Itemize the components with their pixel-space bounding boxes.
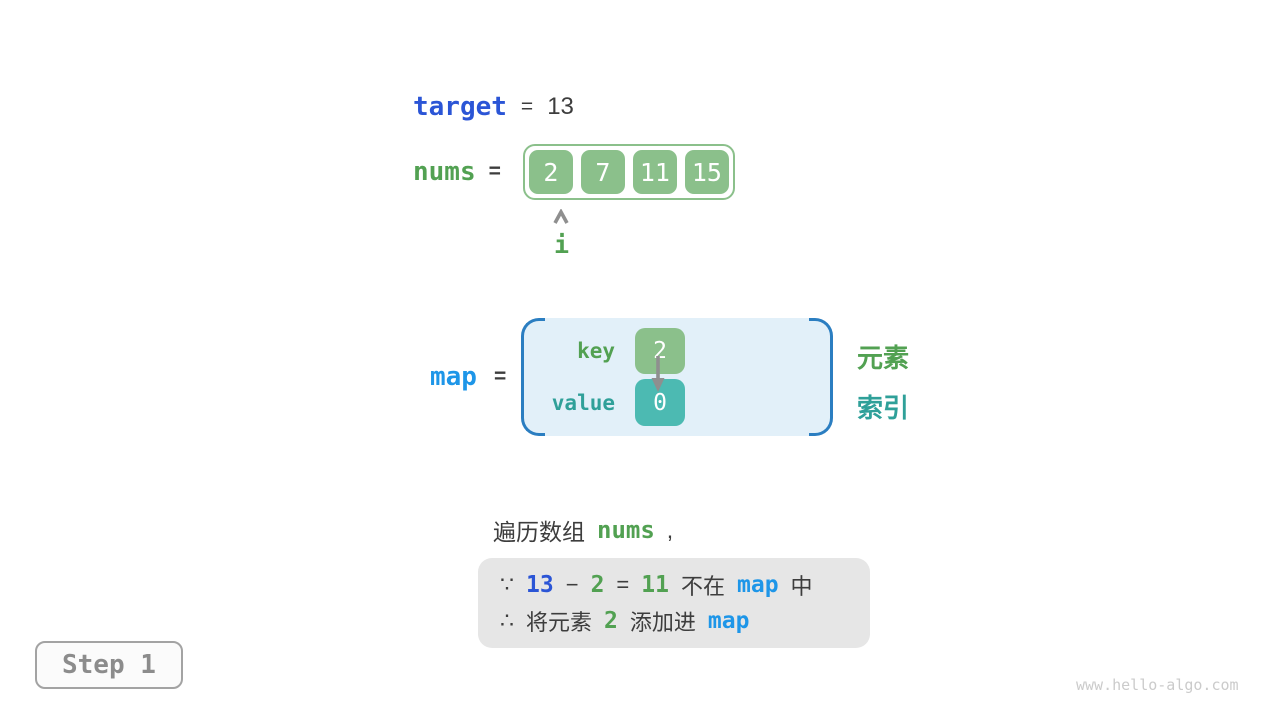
note-result-value: 11 (641, 572, 669, 598)
map-bracket-left (521, 318, 545, 436)
nums-label: nums (413, 157, 476, 187)
caption-comma: , (666, 516, 674, 543)
map-value-row: value 0 (545, 379, 833, 426)
map-assignment: map = (430, 362, 506, 392)
target-value: 13 (547, 93, 574, 120)
array-cell-1: 7 (580, 150, 625, 194)
target-label: target (413, 92, 507, 122)
key-label: key (577, 339, 615, 363)
caption: 遍历数组 nums , (493, 513, 673, 547)
note-action-text: 添加进 (629, 610, 696, 635)
note-map-ref: map (737, 572, 779, 598)
note-not-in-text: 不在 (680, 574, 725, 599)
target-assignment: target = 13 (413, 92, 574, 122)
map-label: map (430, 362, 477, 392)
legend-element-label: 元素 (857, 343, 910, 373)
key-cell: 2 (635, 328, 685, 374)
note-element-value-2: 2 (604, 608, 618, 634)
note-map-ref-2: map (707, 608, 750, 634)
legend-index-label: 索引 (857, 393, 910, 423)
note-line-1: ∵ 13 − 2 = 11 不在 map 中 (500, 567, 848, 603)
step-badge: Step 1 (35, 641, 183, 689)
value-label: value (551, 390, 615, 415)
because-symbol: ∵ (500, 572, 514, 597)
note-line-2: ∴ 将元素 2 添加进 map (500, 603, 848, 639)
array-cell-0: 2 (528, 150, 573, 194)
minus-sign: − (565, 572, 579, 597)
index-pointer-label: i (554, 230, 570, 259)
nums-array: 2 7 11 15 (522, 144, 735, 200)
caption-code: nums (597, 516, 655, 544)
caption-text: 遍历数组 (493, 519, 585, 545)
array-cell-3: 15 (684, 150, 729, 194)
therefore-symbol: ∴ (500, 608, 514, 633)
map-equals-sign: = (493, 365, 507, 388)
nums-equals-sign: = (488, 160, 501, 183)
note-in-suffix: 中 (790, 574, 813, 599)
note-target-value: 13 (526, 572, 554, 598)
target-equals-sign: = (520, 95, 534, 118)
watermark: www.hello-algo.com (1076, 676, 1239, 694)
note-box: ∵ 13 − 2 = 11 不在 map 中 ∴ 将元素 2 添加进 map (478, 558, 870, 648)
map-bracket-right (809, 318, 833, 436)
map-key-row: key 2 (545, 328, 833, 374)
note-equals-sign: = (616, 572, 630, 597)
array-cell-2: 11 (632, 150, 677, 194)
index-pointer-icon (551, 208, 571, 230)
map-panel: key 2 value 0 (521, 318, 833, 436)
step-badge-label: Step 1 (62, 650, 156, 680)
note-element-value: 2 (590, 572, 605, 598)
key-to-value-arrow-icon (649, 354, 667, 403)
note-prefix-text: 将元素 (526, 610, 593, 635)
nums-assignment: nums = 2 7 11 15 (413, 144, 735, 200)
